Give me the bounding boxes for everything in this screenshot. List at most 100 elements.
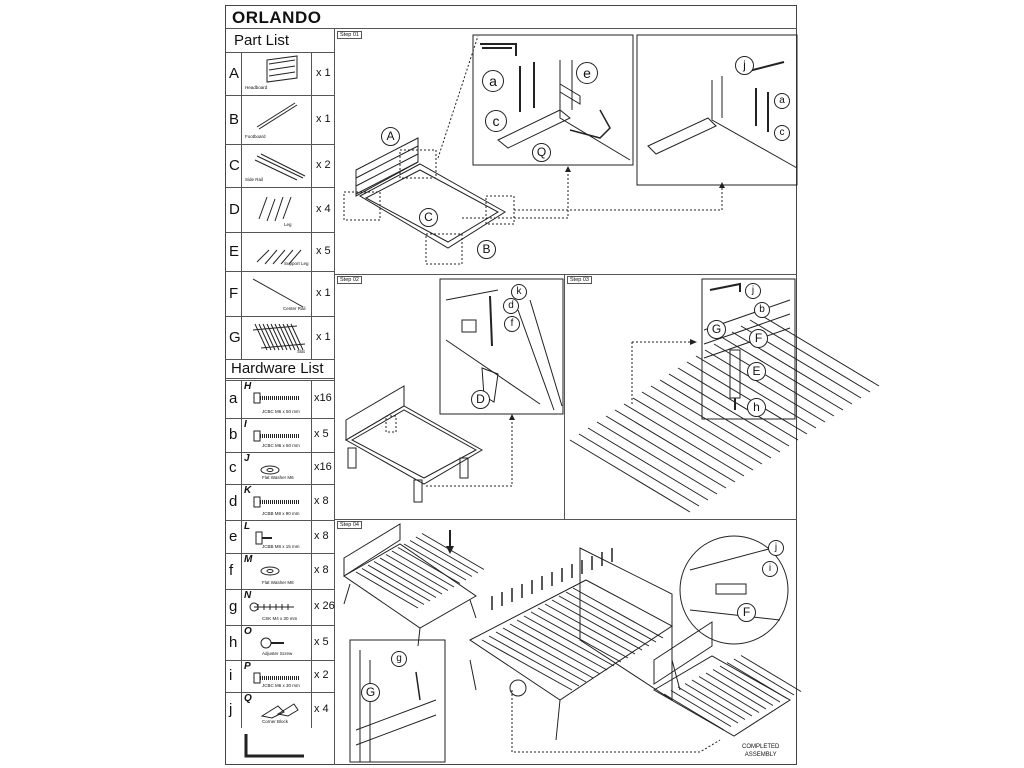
hardware-caption: Adjuster Screw: [262, 651, 293, 656]
part-letter: G: [229, 328, 241, 346]
hardware-row-col-divider: [241, 520, 242, 553]
hardware-sketch: [260, 465, 280, 475]
hardware-row-col-divider: [311, 484, 312, 520]
part-letter: E: [229, 242, 240, 260]
callout-s4-G: G: [361, 683, 380, 702]
hardware-sketch: [253, 392, 300, 404]
hardware-row-col-divider: [241, 660, 242, 692]
hardware-sketch: [255, 531, 272, 545]
callout-s1-a2: a: [774, 93, 790, 109]
part-row-col-divider: [311, 52, 312, 95]
hardware-letter: a: [229, 390, 238, 407]
hardware-caption: CSK M4 x 30 mm: [262, 616, 298, 621]
part-row-col-divider: [241, 187, 242, 232]
callout-s4-g: g: [391, 651, 407, 667]
part-qty: x 1: [316, 112, 331, 125]
callout-s4-j: j: [768, 540, 784, 556]
part-qty: x 4: [316, 202, 331, 215]
part-letter: B: [229, 110, 240, 128]
hardware-qty: x16: [314, 461, 332, 473]
part-row-divider: [225, 95, 334, 96]
part-letter: A: [229, 64, 240, 82]
hardware-code: Q: [244, 693, 252, 704]
part-sketch: [256, 249, 302, 265]
hardware-qty: x16: [314, 392, 332, 404]
callout-s4-F: F: [737, 603, 756, 622]
hardware-row-divider: [225, 380, 334, 381]
hardware-qty: x 4: [314, 703, 329, 715]
hardware-row-col-divider: [311, 553, 312, 589]
hardware-code: M: [244, 554, 253, 565]
hardware-qty: x 8: [314, 495, 329, 507]
part-row-divider: [225, 187, 334, 188]
hardware-caption: Corner Block: [262, 719, 289, 724]
part-row-col-divider: [311, 232, 312, 271]
document-title: ORLANDO: [232, 8, 322, 27]
hardware-letter: h: [229, 633, 238, 651]
part-row-divider: [225, 52, 334, 53]
hardware-row-col-divider: [311, 625, 312, 660]
hardware-row-col-divider: [311, 418, 312, 452]
part-qty: x 1: [316, 66, 331, 79]
part-caption: Footboard: [245, 134, 266, 139]
hardware-row-col-divider: [311, 692, 312, 728]
callout-s1-A: A: [381, 127, 400, 146]
part-row-col-divider: [241, 271, 242, 316]
part-qty: x 1: [316, 330, 331, 343]
part-row-col-divider: [241, 52, 242, 95]
allen-key-icon: [244, 734, 304, 758]
hardware-letter: j: [229, 701, 233, 718]
hardware-code: L: [244, 521, 251, 532]
part-row-col-divider: [311, 316, 312, 359]
hardware-letter: i: [229, 667, 233, 684]
hardware-caption: JCBB M8 x 15 mm: [262, 544, 300, 549]
hardware-row-col-divider: [241, 484, 242, 520]
part-letter: D: [229, 200, 240, 218]
hardware-qty: x 26: [314, 600, 335, 612]
hardware-row-col-divider: [311, 520, 312, 553]
hardware-letter: c: [229, 459, 237, 476]
hardware-row-divider: [225, 589, 334, 590]
column-divider: [334, 28, 335, 765]
hardware-qty: x 8: [314, 529, 329, 542]
part-sketch: [252, 278, 304, 308]
hardware-row-divider: [225, 660, 334, 661]
part-qty: x 2: [316, 158, 331, 171]
callout-s2-d: d: [503, 298, 519, 314]
hardware-letter: b: [229, 426, 238, 443]
part-caption: Support Leg: [284, 261, 309, 266]
callout-s4-i: i: [762, 561, 778, 577]
part-row-col-divider: [241, 316, 242, 359]
hardware-qty: x 5: [314, 428, 329, 440]
part-caption: Leg: [284, 222, 292, 227]
hardware-qty: x 2: [314, 669, 329, 681]
hardware-code: I: [244, 419, 247, 430]
hardware-row-col-divider: [241, 452, 242, 484]
hardware-row-col-divider: [241, 380, 242, 418]
hardware-list-title: Hardware List: [231, 360, 324, 377]
step-01-label: Step 01: [337, 31, 362, 39]
hardware-letter: e: [229, 527, 238, 545]
part-sketch: [252, 323, 306, 351]
hardware-letter: d: [229, 493, 238, 510]
completed-label-line-2: ASSEMBLY: [744, 752, 777, 758]
hardware-row-divider: [225, 625, 334, 626]
hardware-caption: Flat Washer M6: [262, 475, 294, 480]
hardware-row-divider: [225, 484, 334, 485]
part-caption: Headboard: [245, 85, 268, 90]
hardware-row-col-divider: [311, 660, 312, 692]
step-02-label: Step 02: [337, 276, 362, 284]
hardware-qty: x 8: [314, 564, 329, 576]
part-row-col-divider: [311, 271, 312, 316]
part-letter: F: [229, 284, 239, 302]
hardware-sketch: [260, 703, 299, 719]
hardware-row-col-divider: [241, 418, 242, 452]
part-row-col-divider: [311, 95, 312, 144]
hardware-caption: JCBC M6 x 50 mm: [262, 409, 300, 414]
callout-s1-j: j: [735, 56, 754, 75]
part-caption: Side Rail: [245, 177, 264, 182]
part-row-divider: [225, 144, 334, 145]
hardware-code: H: [244, 381, 252, 392]
hardware-row-divider: [225, 553, 334, 554]
